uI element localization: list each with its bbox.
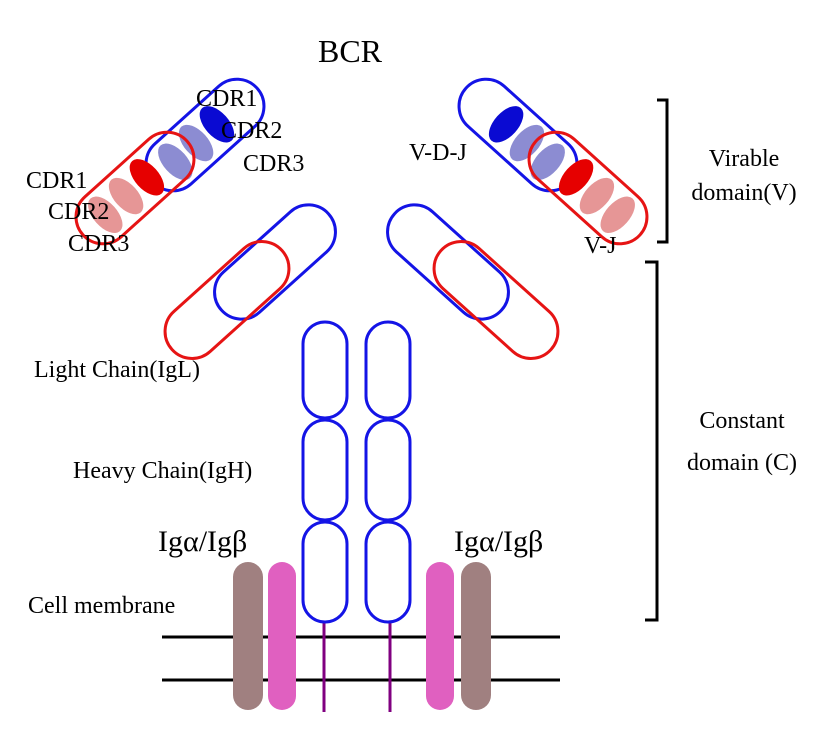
constant-domain-label-line2: domain (C) xyxy=(687,450,797,476)
cdr3-light-left xyxy=(129,159,165,196)
heavy-constant-left-2 xyxy=(301,418,349,522)
cdr3-label-left: CDR3 xyxy=(68,231,129,257)
cdr2-label-right: CDR2 xyxy=(221,118,282,144)
vdj-label: V-D-J xyxy=(409,140,467,166)
ig-beta-right xyxy=(461,562,491,710)
cdr2-light-right xyxy=(579,177,615,215)
cdr1-light-left xyxy=(88,196,123,233)
vj-label: V-J xyxy=(584,233,616,259)
heavy-constant-left-3 xyxy=(301,520,349,624)
light-chain-label: Light Chain(IgL) xyxy=(34,357,200,383)
cdr2-light-left xyxy=(108,177,144,215)
cdr2-label-left: CDR2 xyxy=(48,199,109,225)
ig-beta-left xyxy=(233,562,263,710)
light-constant-right xyxy=(432,240,560,360)
cdr3-heavy-left xyxy=(199,106,235,143)
light-constant-left xyxy=(163,240,291,360)
light-variable-left xyxy=(74,130,196,246)
cdr1-heavy-right xyxy=(530,143,565,180)
heavy-ch1-left xyxy=(213,203,337,321)
ig-alpha-beta-label-left: Igα/Igβ xyxy=(158,525,247,558)
variable-domain-bracket xyxy=(657,98,669,244)
heavy-constant-right-2 xyxy=(364,418,412,522)
cell-membrane-label: Cell membrane xyxy=(28,593,175,619)
ig-alpha-beta-label-right: Igα/Igβ xyxy=(454,525,543,558)
cdr1-label-left: CDR1 xyxy=(26,168,87,194)
heavy-ch1-right xyxy=(386,203,510,321)
variable-domain-label-line2: domain(V) xyxy=(691,180,796,206)
light-variable-right xyxy=(527,130,649,246)
cdr3-light-right xyxy=(558,159,594,196)
ig-alpha-left xyxy=(268,562,296,710)
cdr1-heavy-left xyxy=(158,143,193,180)
cdr2-heavy-left xyxy=(178,124,214,162)
heavy-constant-left-1 xyxy=(301,320,349,420)
constant-domain-bracket xyxy=(645,260,659,622)
cdr2-heavy-right xyxy=(509,124,545,162)
heavy-chain-label: Heavy Chain(IgH) xyxy=(73,458,252,484)
cdr1-label-right: CDR1 xyxy=(196,86,257,112)
cdr3-heavy-right xyxy=(488,106,524,143)
diagram-title: BCR xyxy=(318,33,383,69)
variable-domain-label-line1: Virable xyxy=(709,146,780,172)
constant-domain-label-line1: Constant xyxy=(699,408,785,434)
cdr3-label-right: CDR3 xyxy=(243,151,304,177)
heavy-constant-right-3 xyxy=(364,520,412,624)
cdr1-light-right xyxy=(600,196,635,233)
ig-alpha-right xyxy=(426,562,454,710)
heavy-constant-right-1 xyxy=(364,320,412,420)
